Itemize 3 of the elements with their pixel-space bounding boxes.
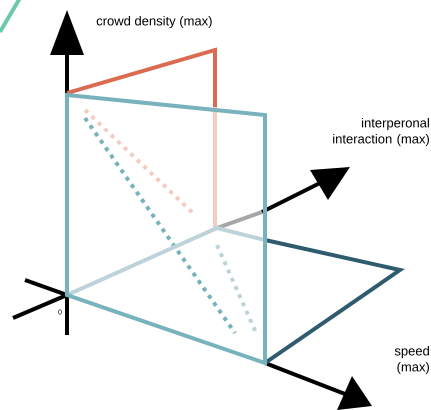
axis-label: interperonal interaction (max)	[333, 118, 429, 146]
axis-label: speed (max)	[394, 346, 429, 374]
axis-label: crowd density (max)	[96, 16, 212, 28]
